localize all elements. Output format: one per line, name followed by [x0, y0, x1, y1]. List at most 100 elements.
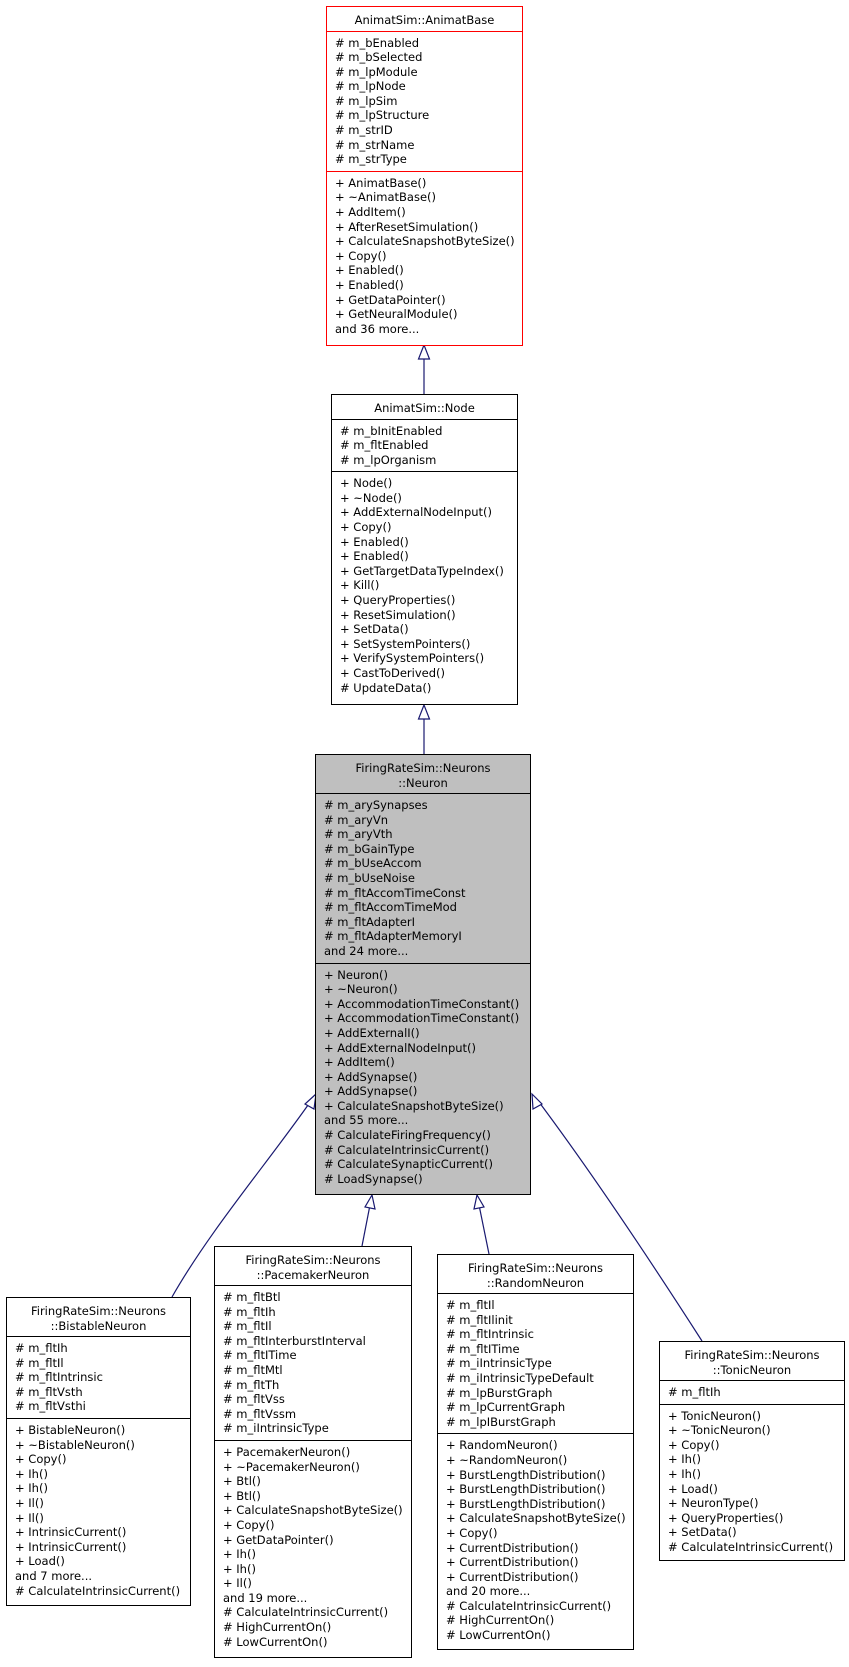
method-row[interactable]: + CurrentDistribution() — [446, 1569, 579, 1584]
method-row[interactable]: + Ih() — [15, 1466, 48, 1481]
method-row[interactable]: + AddSynapse() — [324, 1084, 418, 1099]
method-row[interactable]: + ~TonicNeuron() — [668, 1423, 771, 1438]
attribute-row[interactable]: # m_fltVsthi — [15, 1399, 86, 1414]
attribute-row[interactable]: # m_lpModule — [335, 64, 418, 79]
method-row[interactable]: + Btl() — [223, 1488, 261, 1503]
method-row[interactable]: + Ih() — [15, 1481, 48, 1496]
method-row[interactable]: + Copy() — [335, 248, 387, 263]
method-row[interactable]: # CalculateSynapticCurrent() — [324, 1157, 493, 1172]
attribute-row[interactable]: # m_fltAccomTimeMod — [324, 900, 457, 915]
class-pacemaker-neuron[interactable]: FiringRateSim::Neurons::PacemakerNeuron … — [214, 1246, 412, 1658]
method-row[interactable]: + CalculateSnapshotByteSize() — [446, 1511, 626, 1526]
method-row[interactable]: + Copy() — [223, 1517, 275, 1532]
method-row[interactable]: + CurrentDistribution() — [446, 1555, 579, 1570]
method-row[interactable]: + Enabled() — [340, 534, 409, 549]
attribute-row[interactable]: # m_fltIl — [223, 1319, 272, 1334]
method-row[interactable]: + Load() — [668, 1481, 718, 1496]
attribute-row[interactable]: # m_fltVssm — [223, 1406, 297, 1421]
method-row[interactable]: + IntrinsicCurrent() — [15, 1525, 127, 1540]
method-row[interactable]: + Ih() — [223, 1561, 256, 1576]
attribute-row[interactable]: # m_aryVn — [324, 812, 388, 827]
attribute-row[interactable]: # m_fltIl — [446, 1298, 495, 1312]
class-random-neuron[interactable]: FiringRateSim::Neurons::RandomNeuron # m… — [437, 1254, 634, 1650]
attribute-row[interactable]: and 24 more... — [324, 943, 409, 958]
method-row[interactable]: + CalculateSnapshotByteSize() — [335, 234, 515, 249]
attribute-row[interactable]: # m_fltIh — [223, 1304, 276, 1319]
attribute-row[interactable]: # m_fltInterburstInterval — [223, 1333, 366, 1348]
method-row[interactable]: and 36 more... — [335, 321, 420, 336]
method-row[interactable]: + BurstLengthDistribution() — [446, 1467, 606, 1482]
method-row[interactable]: and 19 more... — [223, 1590, 308, 1605]
method-row[interactable]: + Copy() — [668, 1437, 720, 1452]
attribute-row[interactable]: # m_fltIntrinsic — [446, 1327, 534, 1342]
attribute-row[interactable]: # m_lpIBurstGraph — [446, 1414, 556, 1429]
method-row[interactable]: + GetNeuralModule() — [335, 307, 458, 322]
attribute-row[interactable]: # m_bSelected — [335, 50, 423, 65]
attribute-row[interactable]: # m_iIntrinsicType — [223, 1421, 329, 1436]
attribute-row[interactable]: # m_fltITime — [223, 1348, 297, 1363]
method-row[interactable]: + AccommodationTimeConstant() — [324, 996, 520, 1011]
attribute-row[interactable]: # m_fltAccomTimeConst — [324, 885, 466, 900]
method-row[interactable]: + Ih() — [223, 1547, 256, 1562]
attribute-row[interactable]: # m_lpCurrentGraph — [446, 1400, 566, 1415]
attribute-row[interactable]: # m_bUseAccom — [324, 856, 422, 871]
attribute-row[interactable]: # m_fltBtl — [223, 1290, 281, 1304]
method-row[interactable]: # HighCurrentOn() — [446, 1613, 555, 1628]
attribute-row[interactable]: # m_fltIlinit — [446, 1312, 513, 1327]
method-row[interactable]: # LowCurrentOn() — [223, 1634, 328, 1649]
method-row[interactable]: + AnimatBase() — [335, 175, 427, 190]
method-row[interactable]: + QueryProperties() — [668, 1510, 784, 1525]
class-neuron[interactable]: FiringRateSim::Neurons::Neuron # m_arySy… — [315, 754, 531, 1195]
attribute-row[interactable]: # m_bEnabled — [335, 35, 420, 50]
method-row[interactable]: + Il() — [223, 1576, 252, 1591]
method-row[interactable]: + CastToDerived() — [340, 666, 445, 680]
method-row[interactable]: + Load() — [15, 1554, 65, 1569]
attribute-row[interactable]: # m_fltIh — [15, 1341, 68, 1355]
method-row[interactable]: + Enabled() — [340, 549, 409, 564]
attribute-row[interactable]: # m_fltVss — [223, 1392, 285, 1407]
attribute-row[interactable]: # m_fltTh — [223, 1377, 280, 1392]
method-row[interactable]: + CurrentDistribution() — [446, 1540, 579, 1555]
attribute-row[interactable]: # m_fltIl — [15, 1355, 64, 1370]
method-row[interactable]: # CalculateIntrinsicCurrent() — [668, 1539, 834, 1554]
method-row[interactable]: + Node() — [340, 476, 393, 491]
method-row[interactable]: + QueryProperties() — [340, 593, 456, 608]
method-row[interactable]: + Il() — [15, 1495, 44, 1510]
attribute-row[interactable]: # m_strID — [335, 123, 393, 138]
class-tonic-neuron[interactable]: FiringRateSim::Neurons::TonicNeuron # m_… — [659, 1341, 845, 1561]
attribute-row[interactable]: # m_strName — [335, 137, 415, 152]
method-row[interactable]: + Kill() — [340, 578, 380, 593]
method-row[interactable]: + ~RandomNeuron() — [446, 1452, 568, 1467]
attribute-row[interactable]: # m_lpStructure — [335, 108, 430, 123]
method-row[interactable]: + Copy() — [446, 1525, 498, 1540]
method-row[interactable]: + PacemakerNeuron() — [223, 1444, 351, 1459]
method-row[interactable]: # LowCurrentOn() — [446, 1628, 551, 1643]
method-row[interactable]: + Enabled() — [335, 263, 404, 278]
method-row[interactable]: # CalculateIntrinsicCurrent() — [15, 1583, 181, 1598]
method-row[interactable]: + GetDataPointer() — [335, 292, 446, 307]
method-row[interactable]: + Copy() — [15, 1452, 67, 1467]
attribute-row[interactable]: # m_bInitEnabled — [340, 423, 443, 438]
attribute-row[interactable]: # m_aryVth — [324, 827, 393, 842]
method-row[interactable]: + BurstLengthDistribution() — [446, 1496, 606, 1511]
attribute-row[interactable]: # m_lpBurstGraph — [446, 1385, 553, 1400]
method-row[interactable]: # CalculateIntrinsicCurrent() — [223, 1605, 389, 1620]
method-row[interactable]: + TonicNeuron() — [668, 1408, 761, 1423]
method-row[interactable]: + ResetSimulation() — [340, 607, 456, 622]
method-row[interactable]: # CalculateIntrinsicCurrent() — [324, 1142, 490, 1157]
method-row[interactable]: + GetTargetDataTypeIndex() — [340, 563, 504, 578]
method-row[interactable]: + Il() — [15, 1510, 44, 1525]
method-row[interactable]: + ~AnimatBase() — [335, 190, 437, 205]
method-row[interactable]: + Copy() — [340, 520, 392, 535]
method-row[interactable]: + AccommodationTimeConstant() — [324, 1011, 520, 1026]
method-row[interactable]: + AddItem() — [324, 1055, 395, 1070]
attribute-row[interactable]: # m_iIntrinsicType — [446, 1356, 552, 1371]
method-row[interactable]: + AfterResetSimulation() — [335, 219, 479, 234]
class-bistable-neuron[interactable]: FiringRateSim::Neurons::BistableNeuron #… — [6, 1297, 191, 1606]
method-row[interactable]: + AddExternalI() — [324, 1025, 420, 1040]
attribute-row[interactable]: # m_strType — [335, 152, 407, 167]
method-row[interactable]: + CalculateSnapshotByteSize() — [324, 1098, 504, 1113]
attribute-row[interactable]: # m_lpNode — [335, 79, 406, 94]
attribute-row[interactable]: # m_iIntrinsicTypeDefault — [446, 1370, 594, 1385]
method-row[interactable]: + ~Neuron() — [324, 982, 398, 997]
